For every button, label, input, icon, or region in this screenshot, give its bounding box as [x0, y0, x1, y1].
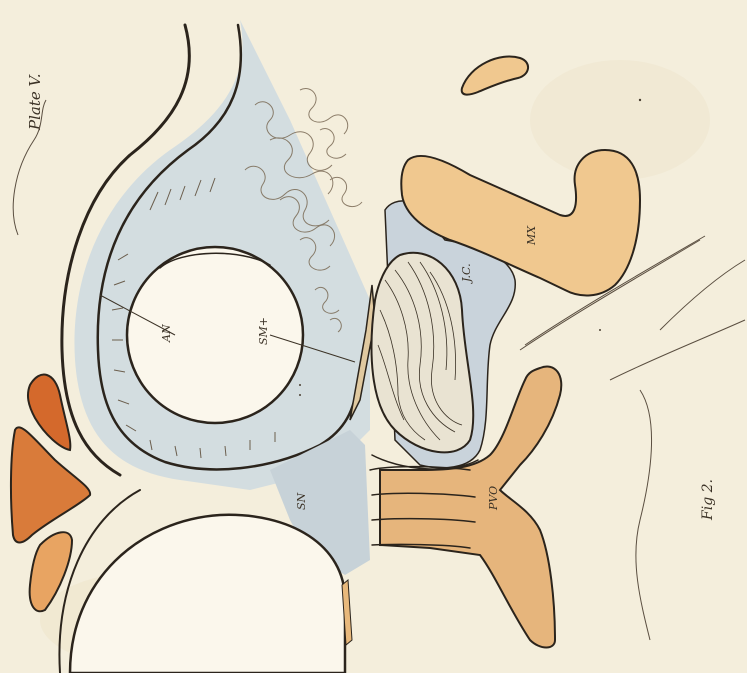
plate-heading: Plate V. [26, 73, 44, 131]
label-mx: MX [525, 225, 538, 246]
label-pvo: PVO [487, 486, 500, 511]
figure-label: Fig 2. [700, 479, 716, 521]
label-sm: SM+ [257, 317, 270, 345]
label-an: AN [160, 324, 173, 343]
an-circle [127, 247, 303, 423]
label-sn: SN [295, 492, 308, 510]
label-jc: J.C. [460, 263, 473, 284]
